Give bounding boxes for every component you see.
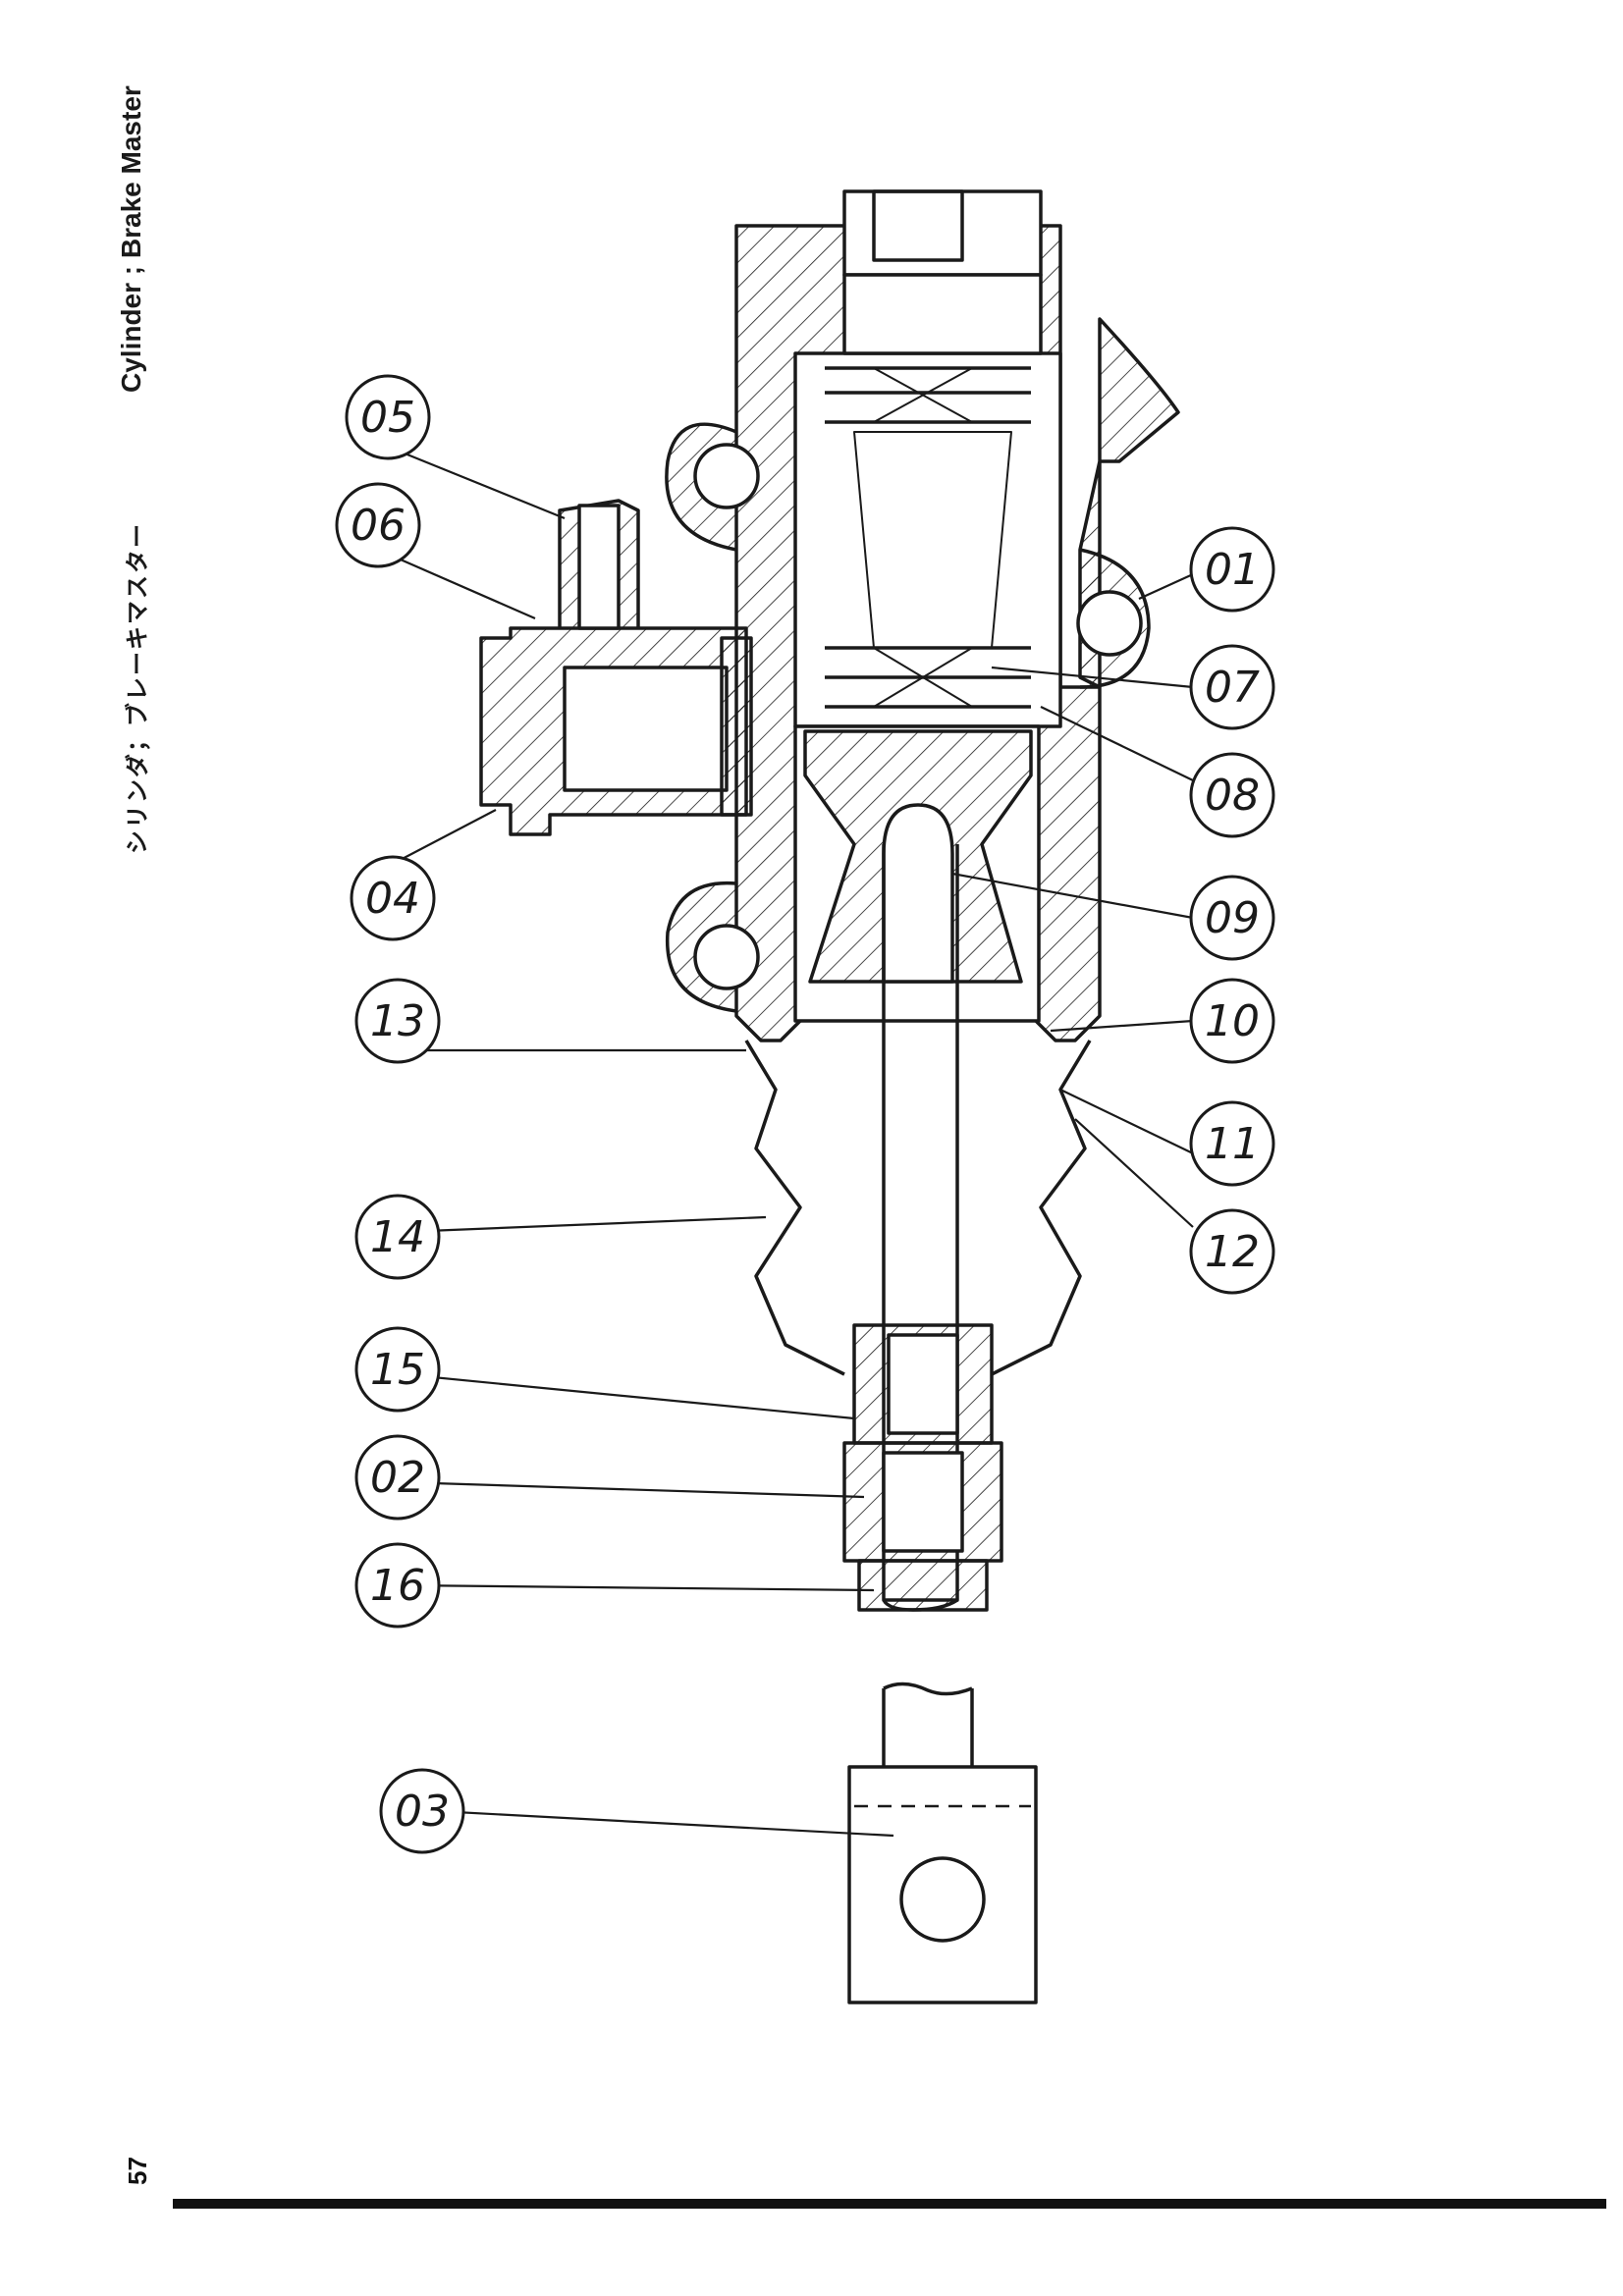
- callout-number: 02: [370, 1453, 425, 1503]
- callout-03: 03: [379, 1768, 465, 1854]
- callout-number: 04: [365, 874, 420, 924]
- callout-number: 15: [370, 1345, 425, 1395]
- callout-04: 04: [350, 855, 436, 941]
- callout-14: 14: [354, 1194, 441, 1280]
- callout-13: 13: [354, 978, 441, 1064]
- callout-09: 09: [1189, 875, 1275, 961]
- callout-number: 16: [370, 1561, 425, 1611]
- callout-number: 05: [360, 393, 415, 443]
- callout-number: 11: [1205, 1119, 1260, 1169]
- footer-rule: [173, 2199, 1606, 2209]
- callout-01: 01: [1189, 526, 1275, 613]
- callout-number: 07: [1205, 663, 1260, 713]
- callout-number: 09: [1205, 893, 1260, 943]
- callout-08: 08: [1189, 752, 1275, 838]
- hose-nipple: [558, 499, 640, 630]
- callout-number: 08: [1205, 771, 1260, 821]
- adjuster-nut: [842, 1323, 1003, 1612]
- callout-number: 06: [351, 501, 406, 551]
- callout-number: 10: [1205, 996, 1260, 1046]
- callout-number: 01: [1205, 545, 1260, 595]
- callout-02: 02: [354, 1434, 441, 1521]
- callout-11: 11: [1189, 1100, 1275, 1187]
- piston: [803, 729, 1033, 984]
- callout-10: 10: [1189, 978, 1275, 1064]
- callout-number: 13: [370, 996, 425, 1046]
- callout-number: 14: [370, 1212, 425, 1262]
- callout-number: 12: [1205, 1227, 1260, 1277]
- callout-16: 16: [354, 1542, 441, 1629]
- callout-15: 15: [354, 1326, 441, 1413]
- clevis: [847, 1682, 1038, 2004]
- callout-05: 05: [345, 374, 431, 460]
- callout-06: 06: [335, 482, 421, 568]
- return-spring: [825, 366, 1031, 709]
- callout-12: 12: [1189, 1208, 1275, 1295]
- callout-number: 03: [395, 1787, 450, 1837]
- leader-lines: [377, 445, 1194, 1838]
- callout-07: 07: [1189, 644, 1275, 730]
- reservoir-cup: [479, 626, 753, 836]
